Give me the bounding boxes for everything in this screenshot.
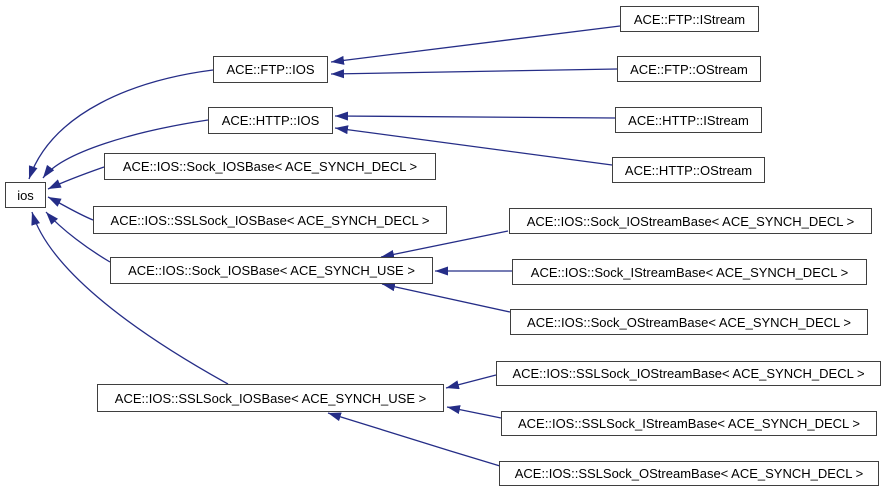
edge-sslsock-istreambase-to-sslsock-iosbase-use <box>446 405 502 419</box>
node-ace-ios-sslsock-ostreambase-decl[interactable]: ACE::IOS::SSLSock_OStreamBase< ACE_SYNCH… <box>499 461 879 486</box>
edge-ftp-istream-to-ftp-ios <box>330 25 621 65</box>
node-ios[interactable]: ios <box>5 182 46 208</box>
node-ace-http-ios[interactable]: ACE::HTTP::IOS <box>208 107 333 134</box>
node-ace-ios-sock-iosbase-use[interactable]: ACE::IOS::Sock_IOSBase< ACE_SYNCH_USE > <box>110 257 433 284</box>
node-ace-ios-sock-istreambase-decl[interactable]: ACE::IOS::Sock_IStreamBase< ACE_SYNCH_DE… <box>512 259 867 285</box>
edge-sslsock-iostreambase-to-sslsock-iosbase-use <box>445 374 497 390</box>
node-ace-http-ostream[interactable]: ACE::HTTP::OStream <box>612 157 765 183</box>
edge-sock-iostreambase-to-sock-iosbase-use <box>380 230 509 259</box>
node-ace-http-istream[interactable]: ACE::HTTP::IStream <box>615 107 762 133</box>
edge-ftp-ostream-to-ftp-ios <box>330 68 618 79</box>
node-ace-ios-sock-ostreambase-decl[interactable]: ACE::IOS::Sock_OStreamBase< ACE_SYNCH_DE… <box>510 309 868 335</box>
edge-sslsock-iosbase-decl-to-ios <box>47 196 94 221</box>
edge-sock-iosbase-decl-to-ios <box>47 166 105 190</box>
edge-sock-ostreambase-to-sock-iosbase-use <box>381 282 511 313</box>
edge-http-istream-to-http-ios <box>334 111 616 121</box>
node-ace-ios-sslsock-iosbase-decl[interactable]: ACE::IOS::SSLSock_IOSBase< ACE_SYNCH_DEC… <box>93 206 447 234</box>
node-ace-ios-sslsock-iostreambase-decl[interactable]: ACE::IOS::SSLSock_IOStreamBase< ACE_SYNC… <box>496 361 881 386</box>
node-ace-ftp-ios[interactable]: ACE::FTP::IOS <box>213 56 328 83</box>
node-ace-ios-sslsock-iosbase-use[interactable]: ACE::IOS::SSLSock_IOSBase< ACE_SYNCH_USE… <box>97 384 444 412</box>
edge-sslsock-iosbase-use-to-ios <box>31 211 229 385</box>
node-ace-ios-sock-iosbase-decl[interactable]: ACE::IOS::Sock_IOSBase< ACE_SYNCH_DECL > <box>104 153 436 180</box>
node-ace-ios-sslsock-istreambase-decl[interactable]: ACE::IOS::SSLSock_IStreamBase< ACE_SYNCH… <box>501 411 877 436</box>
edge-sslsock-ostreambase-to-sslsock-iosbase-use <box>327 412 501 467</box>
node-ace-ios-sock-iostreambase-decl[interactable]: ACE::IOS::Sock_IOStreamBase< ACE_SYNCH_D… <box>509 208 872 234</box>
node-ace-ftp-ostream[interactable]: ACE::FTP::OStream <box>617 56 761 82</box>
node-ace-ftp-istream[interactable]: ACE::FTP::IStream <box>620 6 759 32</box>
